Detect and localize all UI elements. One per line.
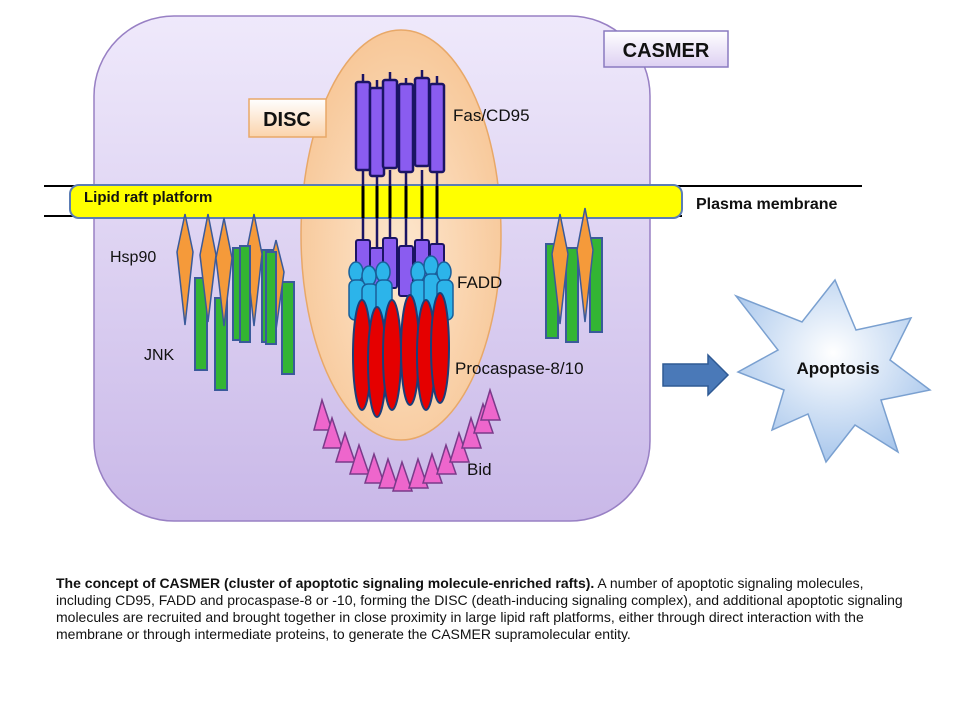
figure-caption: The concept of CASMER (cluster of apopto… <box>56 575 916 643</box>
plasma-membrane-label: Plasma membrane <box>696 196 838 213</box>
apoptosis-starburst <box>733 278 932 464</box>
fas-stalks-over-raft <box>361 186 439 218</box>
disc-tag-box <box>248 98 327 138</box>
jnk-label: JNK <box>144 347 175 364</box>
procaspase-molecules <box>352 292 450 418</box>
disc-label: DISC <box>263 109 311 131</box>
hsp90-molecules-right <box>551 207 594 325</box>
casmer-label: CASMER <box>623 40 710 62</box>
procaspase-label: Procaspase-8/10 <box>455 359 584 378</box>
casmer-tag-box <box>603 30 729 68</box>
apoptosis-arrow <box>662 353 730 397</box>
hsp90-label: Hsp90 <box>110 249 156 266</box>
jnk-molecules-left-front <box>239 245 277 345</box>
bid-label: Bid <box>467 460 492 479</box>
caption-title: The concept of CASMER (cluster of apopto… <box>56 575 595 591</box>
lipid-raft-label: Lipid raft platform <box>84 189 212 206</box>
fas-receptor-tops <box>354 70 446 178</box>
apoptosis-label: Apoptosis <box>796 359 879 378</box>
fas-label: Fas/CD95 <box>453 106 530 125</box>
caption-text: A number of apoptotic signaling molecule… <box>56 575 903 642</box>
fadd-label: FADD <box>457 273 502 292</box>
bid-molecules <box>313 387 502 492</box>
disc-region <box>300 29 502 441</box>
hsp90-molecules-left <box>176 213 285 331</box>
